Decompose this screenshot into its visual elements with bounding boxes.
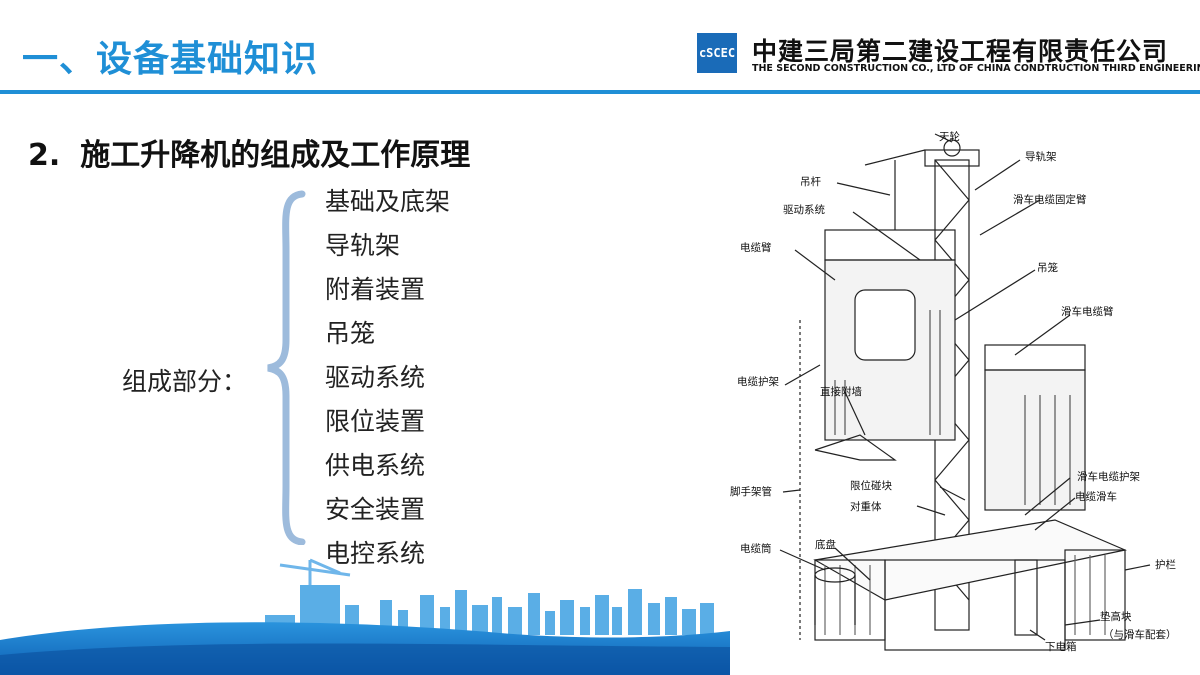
label-diaolong: 吊笼 <box>1037 261 1059 274</box>
label-xiadianxiang: 下电箱 <box>1045 640 1077 653</box>
label-zhijie-fuqiang: 直接附墙 <box>820 385 862 398</box>
label-huache-dianlanbi: 滑车电缆臂 <box>1061 305 1114 318</box>
city-skyline-decoration <box>0 558 730 675</box>
list-item: 驱动系统 <box>325 363 426 392</box>
curly-brace-icon <box>267 190 306 545</box>
label-peitao: （与滑车配套） <box>1103 628 1177 641</box>
label-dianlan-hujia: 电缆护架 <box>737 375 779 388</box>
list-item: 基础及底架 <box>325 187 451 216</box>
label-diangaokuai: 垫高块 <box>1100 610 1132 623</box>
label-huache-dianlan-guding: 滑车电缆固定臂 <box>1013 193 1087 206</box>
list-item: 导轨架 <box>325 231 401 260</box>
company-logo: cSCEC <box>697 33 737 73</box>
label-dianlantong: 电缆筒 <box>740 542 772 555</box>
header-title: 一、设备基础知识 <box>22 39 319 80</box>
list-item: 限位装置 <box>325 407 426 436</box>
hoist-structure-diagram: 天轮 导轨架 吊杆 滑车电缆固定臂 驱动系统 电缆臂 吊笼 滑车电缆臂 电缆护架… <box>730 130 1177 653</box>
label-dianlanbi: 电缆臂 <box>740 241 772 254</box>
label-daoguijia: 导轨架 <box>1025 150 1057 163</box>
label-qudong: 驱动系统 <box>783 203 825 216</box>
label-jiaoshoujia: 脚手架管 <box>730 485 772 498</box>
label-dianlan-huache: 电缆滑车 <box>1075 490 1117 503</box>
list-item: 附着装置 <box>325 275 426 304</box>
label-tianlun: 天轮 <box>939 130 960 143</box>
company-name-cn: 中建三局第二建设工程有限责任公司 <box>752 37 1169 66</box>
list-item: 安全装置 <box>325 495 426 524</box>
list-item: 电控系统 <box>325 539 426 568</box>
composition-list: 基础及底架 导轨架 附着装置 吊笼 驱动系统 限位装置 供电系统 安全装置 电控… <box>325 185 450 581</box>
label-duizhongti: 对重体 <box>850 500 882 513</box>
section-title: 2. 施工升降机的组成及工作原理 <box>28 130 470 174</box>
section-title-text: 施工升降机的组成及工作原理 <box>80 138 471 173</box>
label-hulan: 护栏 <box>1155 558 1176 571</box>
list-item: 吊笼 <box>325 319 376 348</box>
label-xianwei: 限位碰块 <box>850 479 892 492</box>
company-name-en: THE SECOND CONSTRUCTION CO., LTD OF CHIN… <box>752 63 1200 74</box>
list-item: 供电系统 <box>325 451 426 480</box>
section-number: 2. <box>28 138 61 173</box>
label-dipan: 底盘 <box>815 538 836 551</box>
label-huache-hujia: 滑车电缆护架 <box>1077 470 1140 483</box>
label-diaogan: 吊杆 <box>800 175 821 188</box>
header-divider <box>0 90 1200 94</box>
composition-label: 组成部分： <box>122 367 248 396</box>
